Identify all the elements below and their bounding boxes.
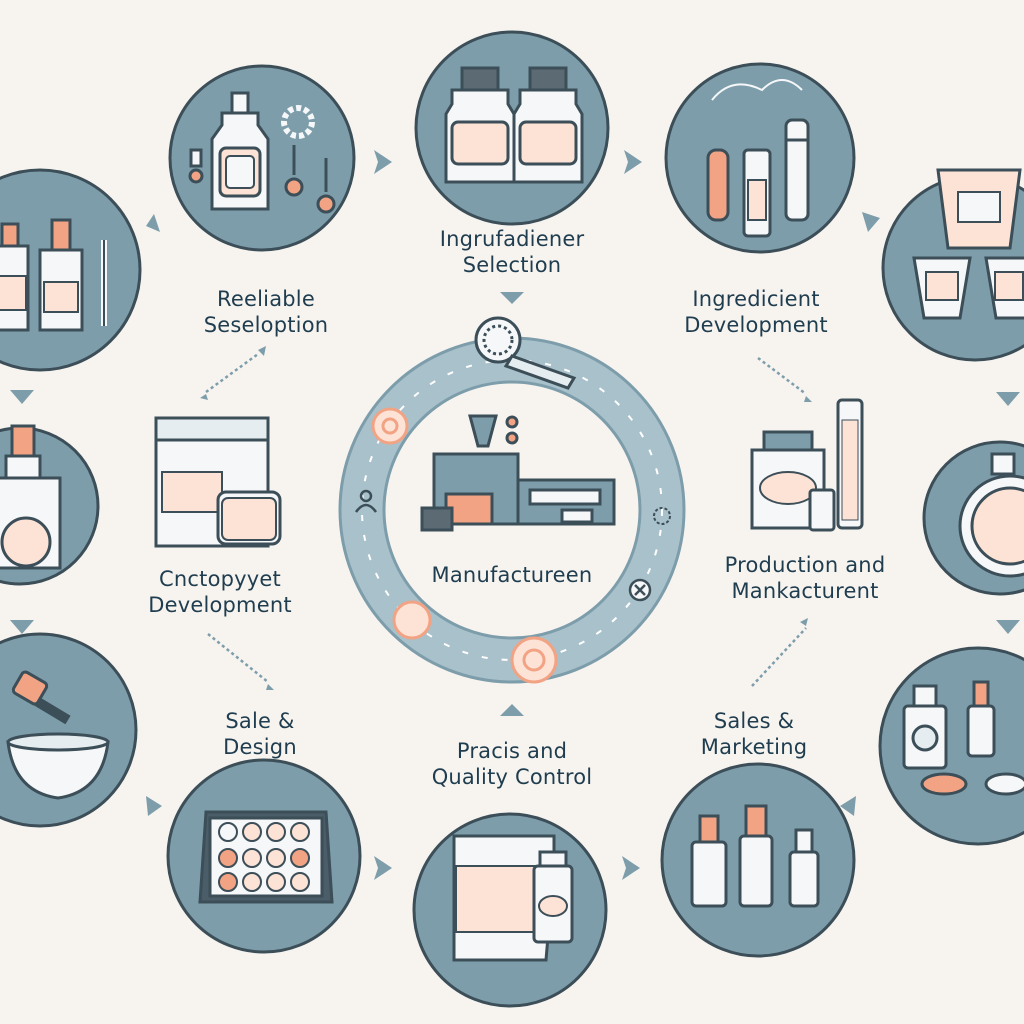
label-line: Production and [724, 553, 886, 577]
circle-top-right [664, 62, 856, 254]
circle-left-top [0, 168, 142, 372]
label-line: Cnctopyyet [159, 567, 281, 591]
circle-bottom-left [0, 632, 138, 828]
label-line: Reeliable [217, 287, 315, 311]
tube-icon [188, 145, 336, 214]
label-mid-right: Production and Mankacturent [700, 552, 910, 604]
circle-right-top [881, 168, 1024, 362]
label-top-center: Ingrufadiener Selection [400, 226, 624, 278]
circle-bottom-center-right [660, 762, 856, 958]
label-line: Mankacturent [731, 579, 879, 603]
label-line: Sales & [713, 709, 795, 733]
dropper-bottle-icon [210, 91, 270, 211]
label-line: Marketing [700, 735, 808, 759]
label-top-right: Ingredicient Development [652, 286, 860, 338]
flower-icon [371, 407, 409, 445]
label-line: Manufactureen [431, 563, 593, 587]
label-line: Selection [462, 253, 562, 277]
label-line: Quality Control [431, 765, 593, 789]
label-line: Development [148, 593, 292, 617]
circle-left-mid [0, 424, 100, 586]
powder-icon [218, 822, 310, 892]
circle-top-left [168, 64, 356, 252]
close-icon [628, 578, 652, 602]
circle-bottom-center-left [166, 758, 362, 954]
circle-bottom-center [412, 812, 608, 1008]
person-icon [354, 489, 378, 513]
label-low-left: Sale & Design [190, 708, 330, 760]
circle-right-mid [922, 440, 1024, 596]
label-mid-left: Cnctopyyet Development [114, 566, 326, 618]
label-line: Development [684, 313, 828, 337]
label-center: Manufactureen [412, 562, 612, 588]
label-top-left: Reeliable Seselоption [176, 286, 356, 338]
label-line: Pracis and [456, 739, 568, 763]
center-cycle [338, 316, 686, 684]
label-line: Seselоption [203, 313, 329, 337]
label-low-center: Pracis and Quality Control [400, 738, 624, 790]
label-line: Ingrufadiener [439, 227, 585, 251]
connector-lines [205, 352, 807, 687]
label-low-right: Sales & Marketing [674, 708, 834, 760]
jar-tube-illustration [750, 398, 864, 532]
label-line: Design [223, 735, 297, 759]
label-line: Sale & [225, 709, 295, 733]
circle-top-center [414, 30, 610, 226]
label-line: Ingredicient [692, 287, 820, 311]
factory-icon [420, 414, 616, 532]
pouch-illustration [154, 416, 282, 548]
circle-bottom-right [878, 646, 1024, 846]
gear-icon [281, 105, 315, 139]
arrows [10, 150, 1020, 880]
